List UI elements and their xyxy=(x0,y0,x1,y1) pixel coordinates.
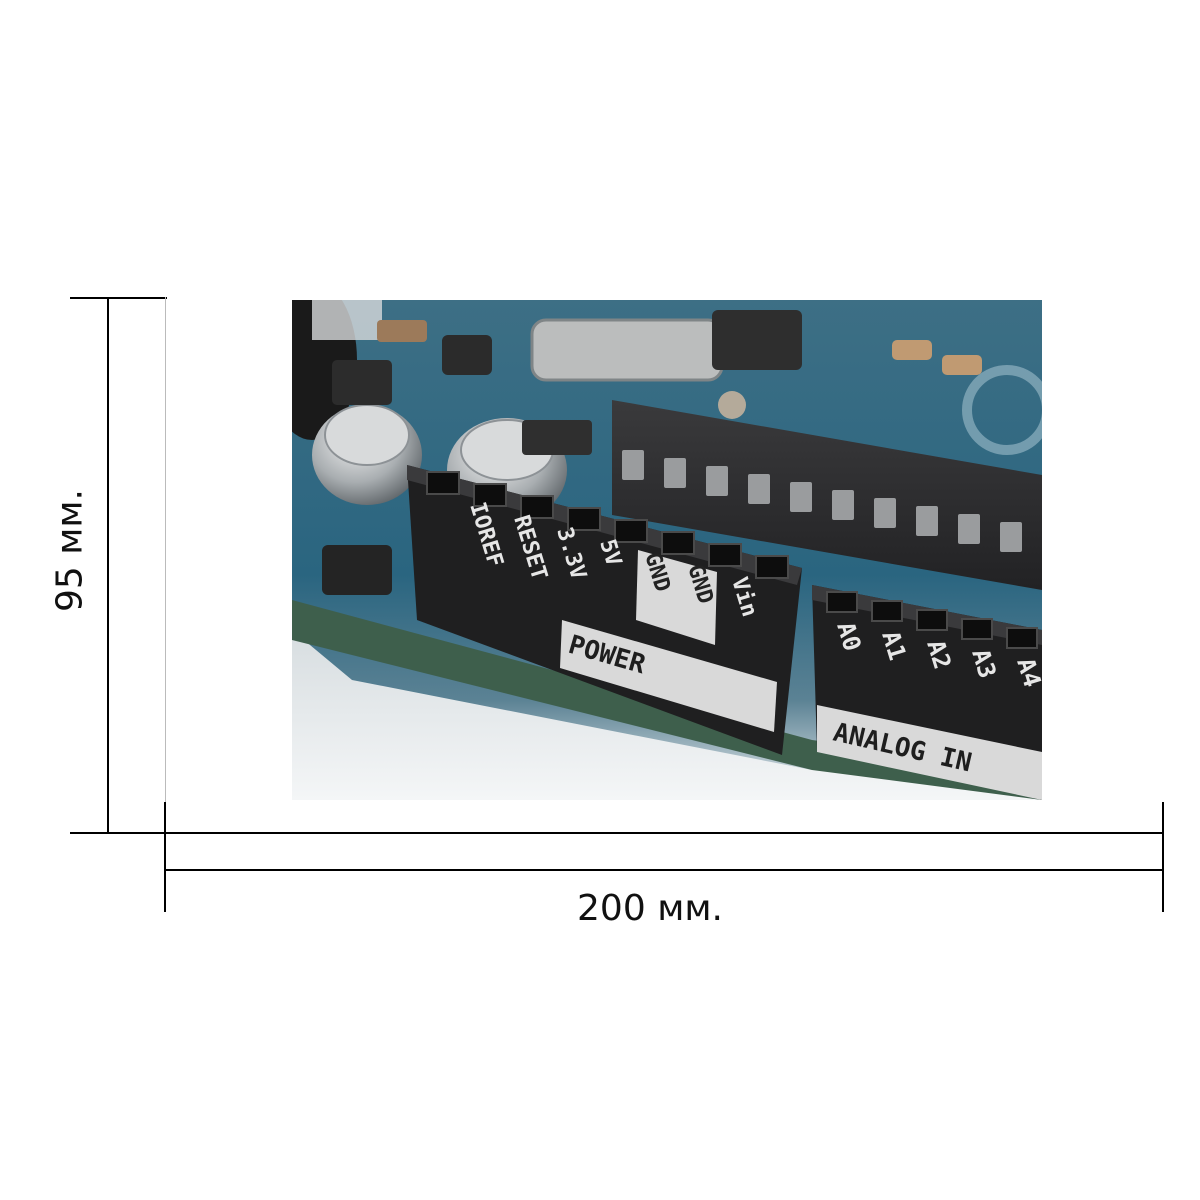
height-dimension-label: 95 мм. xyxy=(49,489,91,613)
arduino-photo: IOREF RESET 3.3V 5V GND GND Vin POWER A0… xyxy=(292,300,1042,800)
width-dimension-line-bottom xyxy=(164,869,1164,871)
height-dimension-top-tick xyxy=(70,297,167,299)
width-dimension-right-tick xyxy=(1162,802,1164,912)
product-photo: IOREF RESET 3.3V 5V GND GND Vin POWER A0… xyxy=(292,300,1042,800)
height-dimension-line-right xyxy=(165,297,166,834)
width-dimension-left-tick xyxy=(164,802,166,912)
height-dimension-line-left xyxy=(107,297,109,834)
height-dimension-bottom-tick xyxy=(70,832,167,834)
width-dimension-label: 200 мм. xyxy=(577,888,723,929)
width-dimension-line-top xyxy=(164,832,1164,834)
